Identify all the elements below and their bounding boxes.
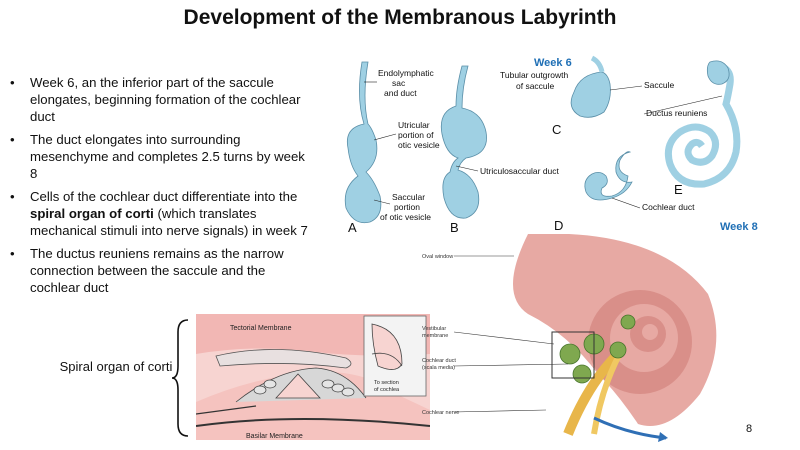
label-portion: portion [394, 202, 420, 212]
bullet-text-bold: spiral organ of corti [30, 206, 154, 221]
tectorial-membrane-shape [215, 349, 352, 369]
label-sac: sac [392, 78, 406, 88]
label-cochlear-duct: Cochlear duct [642, 202, 695, 212]
bullet-item: Week 6, an the inferior part of the sacc… [10, 74, 310, 125]
week6-label: Week 6 [534, 57, 572, 69]
bullet-list: Week 6, an the inferior part of the sacc… [10, 74, 310, 302]
label-letter-b: B [450, 220, 459, 234]
stage-e-shape [664, 62, 741, 188]
label-otic-vesicle-1: otic vesicle [398, 140, 440, 150]
bullet-text: The duct elongates into surrounding mese… [30, 132, 305, 181]
stage-a-shape [344, 61, 382, 224]
label-ductus-reuniens: Ductus reuniens [646, 108, 707, 118]
label-endolymphatic: Endolymphatic [378, 68, 435, 78]
label-vestibular: Vestibular [422, 326, 446, 332]
label-of-cochlea: of cochlea [374, 387, 400, 393]
label-to-section: To section [374, 380, 399, 386]
bullet-item: Cells of the cochlear duct differentiate… [10, 188, 310, 239]
label-saccular: Saccular [392, 192, 425, 202]
organ-of-corti-figure: Tectorial Membrane Basilar Membrane To s… [196, 314, 430, 440]
labyrinth-development-figure: Endolymphatic sac and duct Utricular por… [344, 55, 758, 234]
label-membrane: membrane [422, 333, 448, 339]
bullet-text-pre: Cells of the cochlear duct differentiate… [30, 189, 298, 204]
basilar-membrane-shape [196, 418, 430, 427]
label-cochlear-nerve: Cochlear nerve [422, 410, 459, 416]
label-letter-c: C [552, 122, 561, 137]
slide-title: Development of the Membranous Labyrinth [183, 6, 617, 29]
week8-label: Week 8 [720, 221, 758, 233]
stage-c-shape [570, 71, 611, 118]
bullet-text-post: (which translates mechanical stimuli int… [30, 206, 308, 238]
label-scala-media: (scala media) [422, 365, 455, 371]
label-oval-window: Oval window [422, 254, 453, 260]
curly-brace [171, 319, 189, 437]
label-utriculosaccular: Utriculosaccular duct [480, 166, 560, 176]
label-otic-vesicle-2: of otic vesicle [380, 212, 431, 222]
label-tubular: Tubular outgrowth [500, 70, 568, 80]
spiral-organ-caption: Spiral organ of corti [59, 359, 173, 374]
label-letter-e: E [674, 182, 683, 197]
label-basilar: Basilar Membrane [246, 433, 303, 440]
stage-d-shape [584, 151, 633, 201]
bullet-text: The ductus reuniens remains as the narro… [30, 246, 284, 295]
bullet-item: The duct elongates into surrounding mese… [10, 131, 310, 182]
label-saccule: Saccule [644, 80, 675, 90]
label-utricular: Utricular [398, 120, 430, 130]
label-tectorial: Tectorial Membrane [230, 325, 292, 332]
bullet-text: Week 6, an the inferior part of the sacc… [30, 75, 301, 124]
label-letter-a: A [348, 220, 357, 234]
label-portion-of: portion of [398, 130, 434, 140]
label-cochlear-duct-small: Cochlear duct [422, 358, 456, 364]
stage-b-shape [440, 65, 487, 219]
bullet-item: The ductus reuniens remains as the narro… [10, 245, 310, 296]
slide-number: 8 [746, 423, 753, 435]
label-and-duct: and duct [384, 88, 417, 98]
label-letter-d: D [554, 218, 563, 233]
cochlea-figure: Oval window Vestibular membrane Cochlear… [422, 234, 717, 442]
label-of-saccule: of saccule [516, 81, 555, 91]
